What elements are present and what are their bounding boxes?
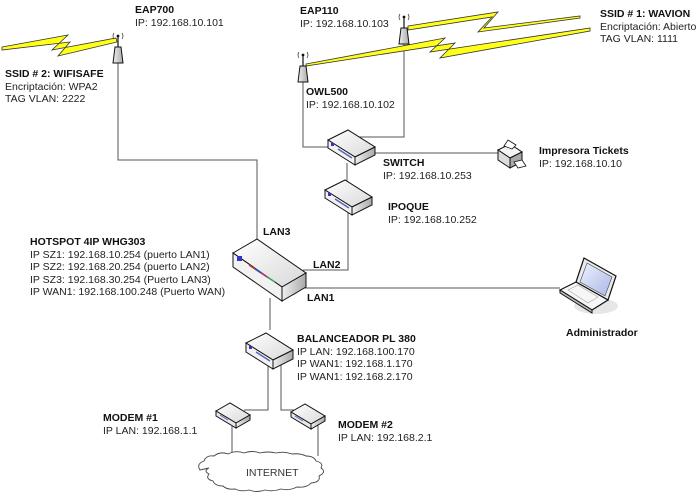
eap110-label: EAP110 IP: 192.168.10.103 bbox=[300, 5, 389, 30]
ipoque-title: IPOQUE bbox=[388, 201, 429, 213]
link-ipoque-hotspot bbox=[303, 212, 349, 271]
printer-title: Impresora Tickets bbox=[539, 145, 629, 157]
modem1-label: MODEM #1 IP LAN: 192.168.1.1 bbox=[103, 412, 197, 437]
balancer-ip-wan2: IP WAN1: 192.168.2.170 bbox=[297, 370, 413, 383]
access-point-icon[interactable] bbox=[398, 13, 410, 45]
ipoque-label: IPOQUE IP: 192.168.10.252 bbox=[388, 201, 477, 226]
ssid2-label: SSID # 2: WIFISAFE Encriptación: WPA2 TA… bbox=[5, 68, 104, 106]
modem1-title: MODEM #1 bbox=[103, 412, 158, 424]
ssid1-vlan: TAG VLAN: 1111 bbox=[600, 33, 679, 45]
ssid2-encryption: Encriptación: WPA2 bbox=[5, 80, 98, 93]
modem2-label: MODEM #2 IP LAN: 192.168.2.1 bbox=[338, 419, 432, 444]
eap110-title: EAP110 bbox=[300, 5, 339, 17]
ssid1-label: SSID # 1: WAVION Encriptación: Abierto T… bbox=[600, 8, 696, 46]
lightning-bolt-icon bbox=[1, 34, 118, 57]
link-balancer-modem2 bbox=[280, 362, 294, 411]
balancer-ip-lan: IP LAN: 192.168.100.170 bbox=[297, 345, 415, 358]
balancer-label: BALANCEADOR PL 380 IP LAN: 192.168.100.1… bbox=[297, 333, 416, 383]
port-lan2-label: LAN2 bbox=[313, 259, 341, 271]
modem-icon[interactable] bbox=[290, 403, 326, 430]
modem1-ip: IP LAN: 192.168.1.1 bbox=[103, 424, 198, 437]
ssid1-encryption: Encriptación: Abierto bbox=[600, 20, 697, 33]
lightning-bolt-icon bbox=[407, 11, 581, 33]
eap700-label: EAP700 IP: 192.168.10.101 bbox=[135, 4, 224, 29]
owl500-label: OWL500 IP: 192.168.10.102 bbox=[306, 86, 395, 111]
balancer-title: BALANCEADOR PL 380 bbox=[297, 333, 416, 345]
modem-icon[interactable] bbox=[215, 402, 251, 429]
hotspot-ip-wan1: IP WAN1: 192.168.100.248 (Puerto WAN) bbox=[30, 286, 226, 298]
switch-title: SWITCH bbox=[383, 157, 425, 169]
access-point-icon[interactable] bbox=[112, 32, 124, 64]
admin-title: Administrador bbox=[566, 327, 638, 339]
wireless-link-ssid2 bbox=[1, 34, 118, 57]
ssid2-vlan: TAG VLAN: 2222 bbox=[5, 93, 86, 105]
printer-ip: IP: 192.168.10.10 bbox=[539, 157, 622, 170]
printer-icon[interactable] bbox=[497, 139, 527, 169]
balancer-ip-wan1: IP WAN1: 192.168.1.170 bbox=[297, 358, 413, 370]
internet-label: INTERNET bbox=[246, 467, 299, 479]
eap700-ip: IP: 192.168.10.101 bbox=[135, 16, 224, 29]
hotspot-ip-sz2: IP SZ2: 192.168.20.254 (puerto LAN2) bbox=[30, 261, 210, 273]
hotspot-ip-sz3: IP SZ3: 192.168.30.254 (Puerto LAN3) bbox=[30, 273, 211, 286]
port-lan3-label: LAN3 bbox=[263, 226, 291, 238]
cloud-icon bbox=[198, 451, 324, 492]
link-balancer-modem1 bbox=[244, 363, 269, 411]
eap700-title: EAP700 bbox=[135, 4, 175, 16]
switch-icon[interactable] bbox=[323, 179, 374, 216]
connections bbox=[117, 40, 560, 456]
lightning-bolt-icon bbox=[305, 27, 591, 67]
admin-label: Administrador bbox=[566, 327, 638, 340]
link-owl500-switch bbox=[302, 80, 333, 148]
switch-label: SWITCH IP: 192.168.10.253 bbox=[383, 157, 472, 182]
laptop-icon[interactable] bbox=[558, 257, 618, 314]
link-eap700-hotspot bbox=[117, 55, 258, 245]
hotspot-title: HOTSPOT 4IP WHG303 bbox=[30, 236, 146, 248]
ssid2-title: SSID # 2: WIFISAFE bbox=[5, 68, 104, 80]
modem2-ip: IP LAN: 192.168.2.1 bbox=[338, 431, 433, 444]
modem2-title: MODEM #2 bbox=[338, 419, 393, 431]
owl500-ip: IP: 192.168.10.102 bbox=[306, 98, 395, 111]
port-lan1-label: LAN1 bbox=[307, 292, 335, 304]
wireless-link-owl500-ssid1 bbox=[305, 27, 591, 67]
switch-icon[interactable] bbox=[244, 332, 295, 370]
ssid1-title: SSID # 1: WAVION bbox=[600, 8, 691, 20]
link-eap110-switch bbox=[356, 40, 405, 138]
printer-label: Impresora Tickets IP: 192.168.10.10 bbox=[539, 145, 629, 170]
eap110-ip: IP: 192.168.10.103 bbox=[300, 17, 389, 30]
router-icon[interactable] bbox=[232, 238, 307, 302]
switch-ip: IP: 192.168.10.253 bbox=[383, 169, 472, 182]
hotspot-label: HOTSPOT 4IP WHG303 IP SZ1: 192.168.10.25… bbox=[30, 236, 225, 299]
hotspot-ip-sz1: IP SZ1: 192.168.10.254 (puerto LAN1) bbox=[30, 248, 210, 261]
wireless-link-eap110-ssid1 bbox=[407, 11, 581, 33]
owl500-title: OWL500 bbox=[306, 86, 349, 98]
ipoque-ip: IP: 192.168.10.252 bbox=[388, 213, 477, 226]
switch-icon[interactable] bbox=[326, 129, 377, 166]
access-point-icon[interactable] bbox=[297, 51, 309, 83]
